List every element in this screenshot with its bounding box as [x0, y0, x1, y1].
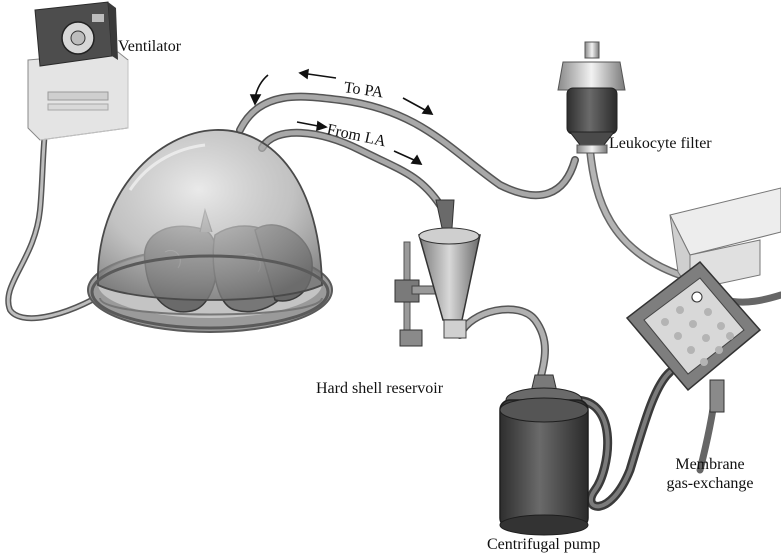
to-pa-left-arrow-icon [298, 68, 337, 80]
membrane-label-line1: Membrane [675, 456, 745, 473]
membrane-label-line2: gas-exchange [666, 475, 754, 492]
centrifugal-pump [499, 374, 589, 536]
leukocyte-filter-label: Leukocyte filter [609, 135, 712, 152]
hard-shell-reservoir [394, 199, 481, 347]
tubing [5, 55, 781, 511]
from-la-right-arrow-icon [296, 120, 328, 132]
ventilator-label: Ventilator [118, 38, 182, 55]
membrane-fibers [661, 294, 734, 366]
flow-arrows [249, 68, 434, 165]
ventilator [27, 1, 129, 141]
leukocyte-filter [557, 41, 626, 154]
membrane-oxygenator [625, 187, 781, 413]
centrifugal-pump-label: Centrifugal pump [487, 536, 601, 553]
arrow-curved-left-icon [249, 74, 269, 106]
to-pa-right-arrow-icon [402, 97, 434, 115]
from-la-right-arrow-2-icon [393, 150, 423, 165]
organ-chamber [87, 129, 333, 333]
hard-shell-reservoir-label: Hard shell reservoir [316, 380, 444, 397]
membrane-gas-exchange-label: Membrane gas-exchange [640, 455, 780, 493]
